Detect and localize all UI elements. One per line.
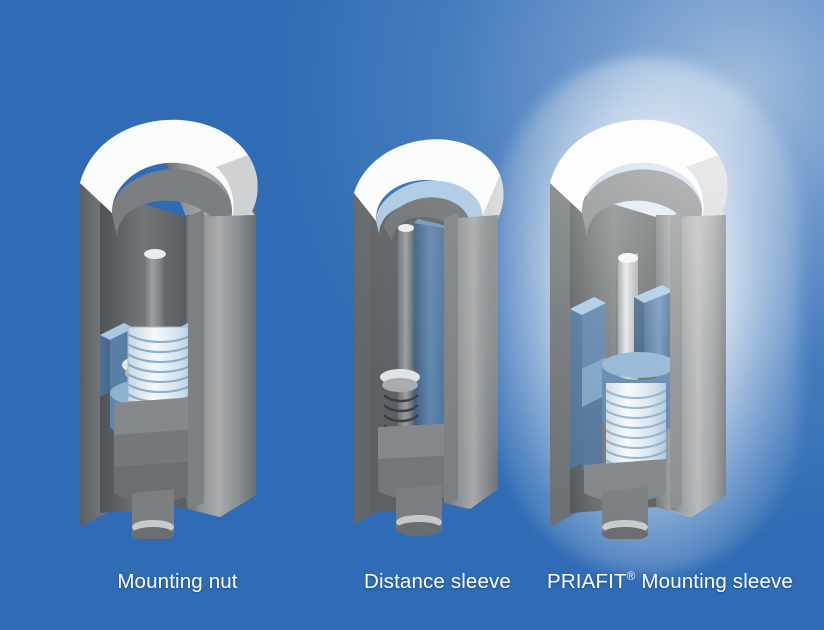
caption-distance-sleeve: Distance sleeve — [330, 570, 545, 594]
thread-group — [606, 383, 666, 469]
housing-front-column — [188, 215, 256, 517]
thread-group — [128, 327, 194, 401]
rod-top-face — [398, 224, 414, 232]
stem-end — [132, 527, 174, 541]
housing-front-column — [670, 215, 726, 517]
priafit-right-block-top — [634, 285, 674, 303]
housing-bore-rim — [112, 169, 232, 243]
svg-mounting-nut — [80, 119, 258, 541]
caption-brand: PRIAFIT — [547, 570, 627, 593]
assembly-mounting-nut — [70, 97, 285, 544]
cutaway-render-priafit — [540, 97, 755, 544]
caption-label: Distance sleeve — [364, 570, 511, 593]
priafit-left-flange-side — [582, 303, 606, 371]
sleeve-top-annulus — [376, 180, 483, 241]
housing-front-edge — [444, 213, 458, 503]
housing-top-cut-face — [80, 119, 258, 225]
assembly-priafit-mounting-sleeve — [494, 57, 801, 574]
priafit-left-flange-top — [570, 297, 606, 315]
stem-end — [602, 527, 648, 541]
caption-priafit-mounting-sleeve: PRIAFIT® Mounting sleeve — [540, 570, 800, 594]
caption-label: Mounting sleeve — [635, 570, 793, 593]
priafit-left-flange-lower — [582, 397, 602, 471]
rod-top-face — [144, 249, 166, 259]
housing-bore-rim — [384, 197, 471, 245]
cutaway-render-mounting-nut — [70, 97, 285, 544]
caption-label: Mounting nut — [117, 570, 238, 593]
svg-priafit — [550, 119, 728, 541]
housing-bore-rim — [582, 169, 702, 243]
priafit-collar-top — [602, 352, 676, 378]
registered-trademark-symbol: ® — [626, 569, 636, 584]
washer-mid — [382, 378, 418, 392]
housing-front-edge — [188, 209, 204, 509]
housing-top-cut-face — [550, 119, 728, 225]
priafit-right-block — [644, 291, 674, 371]
hex-nut-left-top — [100, 323, 134, 340]
stem-end — [396, 522, 442, 536]
caption-mounting-nut: Mounting nut — [70, 570, 285, 594]
housing-front-edge — [670, 211, 682, 509]
priafit-left-flange-mid — [582, 357, 606, 409]
housing-top-cut-face — [354, 139, 504, 231]
rod-top-face — [618, 253, 638, 263]
